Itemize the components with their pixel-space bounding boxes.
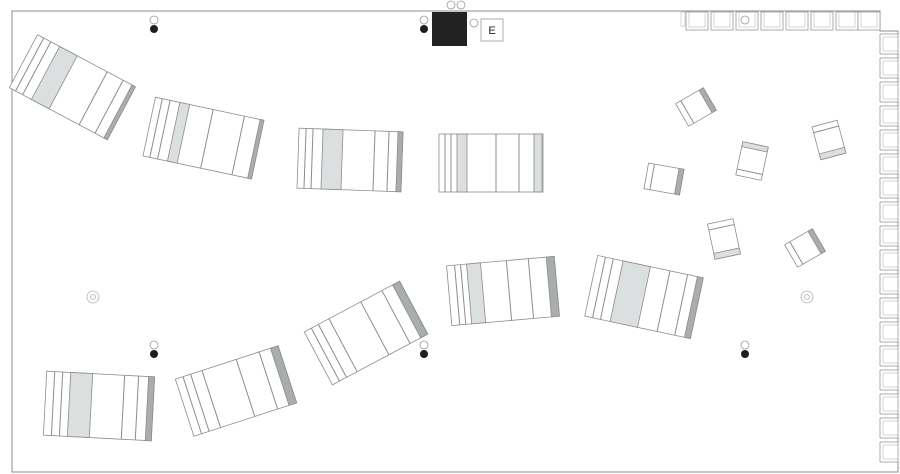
chair xyxy=(879,57,899,79)
room-outline xyxy=(11,10,899,473)
chair xyxy=(879,201,899,223)
lounge-chair xyxy=(675,87,717,127)
column-marker-top-left xyxy=(149,15,159,33)
chair xyxy=(857,11,881,31)
chair xyxy=(710,11,734,31)
chair xyxy=(879,273,899,295)
floor-outlet-right xyxy=(800,290,814,304)
chair xyxy=(760,11,784,31)
sofa-module xyxy=(584,254,704,340)
chair xyxy=(835,11,859,31)
floor-outlet-left xyxy=(86,290,100,304)
small-circle-top-1 xyxy=(446,0,456,10)
sofa-module xyxy=(438,133,544,193)
chair xyxy=(879,153,899,175)
lounge-chair xyxy=(643,162,685,196)
exit-sign-label: E xyxy=(488,25,495,37)
chair xyxy=(879,393,899,415)
column-marker-bottom-left xyxy=(149,340,159,358)
chair xyxy=(785,11,809,31)
column-marker-bottom-center xyxy=(419,340,429,358)
chair xyxy=(685,11,709,31)
chair xyxy=(879,33,899,55)
chair xyxy=(879,225,899,247)
sofa-module xyxy=(446,255,560,327)
chair xyxy=(879,345,899,367)
chair xyxy=(810,11,834,31)
chair-row-top xyxy=(680,11,881,31)
chair-edge xyxy=(680,11,686,27)
chair xyxy=(879,441,899,463)
column-marker-top-center xyxy=(419,15,429,33)
lounge-chair xyxy=(784,228,826,268)
chair xyxy=(879,369,899,391)
small-circle-chair-row xyxy=(740,15,750,25)
black-block xyxy=(432,12,467,46)
chair xyxy=(879,105,899,127)
sofa-module xyxy=(296,127,404,193)
sofa-module xyxy=(303,280,429,386)
sofa-module xyxy=(142,96,265,180)
chair xyxy=(879,81,899,103)
chair xyxy=(879,129,899,151)
sofa-module xyxy=(42,370,156,442)
sofa-module xyxy=(8,34,137,141)
chair xyxy=(879,321,899,343)
chair xyxy=(879,297,899,319)
column-marker-bottom-right xyxy=(740,340,750,358)
chair xyxy=(879,249,899,271)
lounge-chair xyxy=(735,141,769,181)
chair xyxy=(879,417,899,439)
exit-sign: E xyxy=(480,18,504,42)
lounge-chair xyxy=(707,218,741,260)
lounge-chair xyxy=(811,119,847,161)
small-circle-top-2 xyxy=(456,0,466,10)
small-circle-top-3 xyxy=(469,18,479,28)
sofa-module xyxy=(174,345,298,437)
chair-column-right xyxy=(879,33,899,463)
chair xyxy=(879,177,899,199)
